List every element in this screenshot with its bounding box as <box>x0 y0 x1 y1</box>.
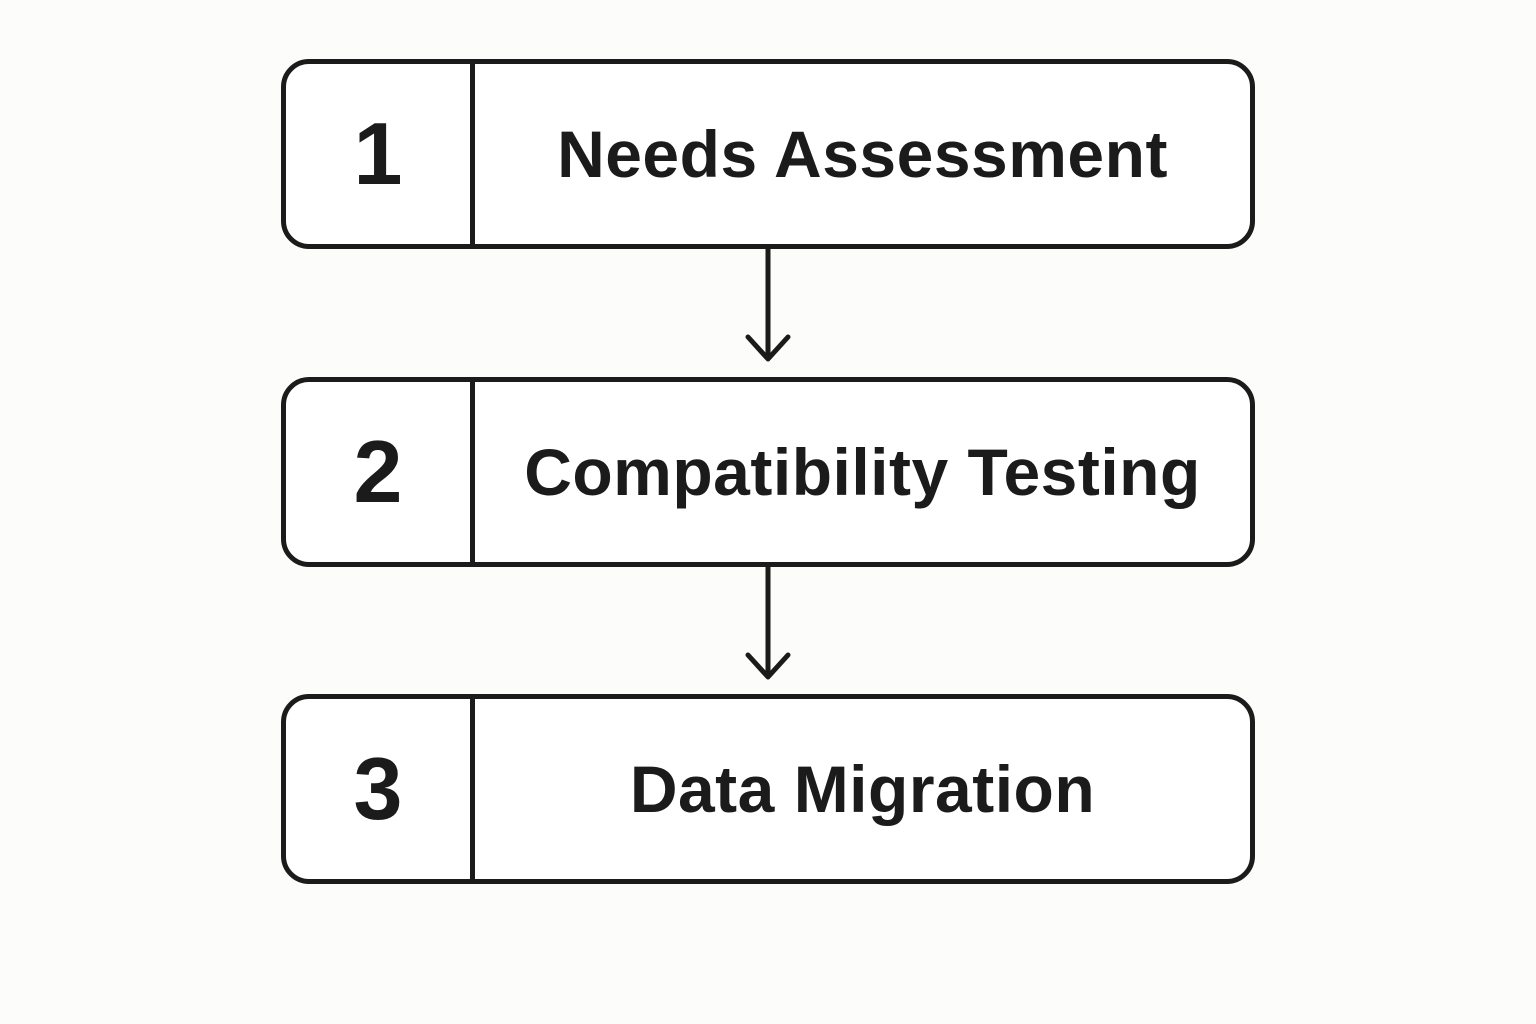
step-box-compatibility-testing: 2 Compatibility Testing <box>281 377 1255 567</box>
step-label: Data Migration <box>629 752 1096 826</box>
step-number: 1 <box>286 64 475 244</box>
step-box-needs-assessment: 1 Needs Assessment <box>281 59 1255 249</box>
step-label: Compatibility Testing <box>524 435 1201 509</box>
step-number: 2 <box>286 382 475 562</box>
step-number: 3 <box>286 699 475 879</box>
step-label: Needs Assessment <box>557 117 1168 191</box>
arrow-down-icon <box>745 565 791 680</box>
step-box-data-migration: 3 Data Migration <box>281 694 1255 884</box>
arrow-down-icon <box>745 247 791 362</box>
